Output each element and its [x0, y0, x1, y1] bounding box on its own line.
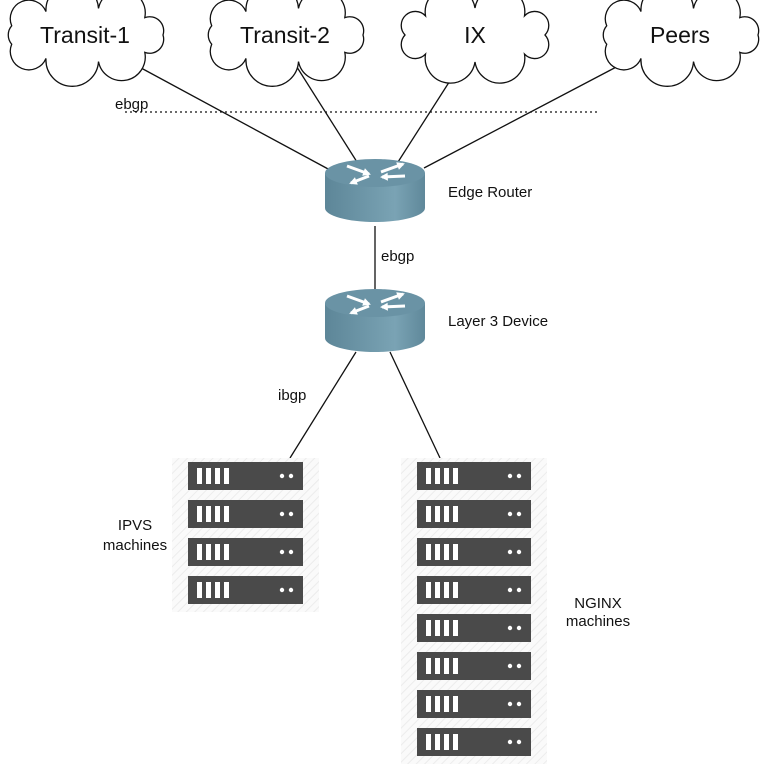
- server-icon: [417, 538, 531, 566]
- server-icon: [417, 500, 531, 528]
- server-icon: [188, 462, 303, 490]
- server-icon: [417, 614, 531, 642]
- cloud-transit-1: Transit-1: [7, 0, 165, 87]
- ipvs-label-2: machines: [103, 537, 167, 554]
- cloud-label: Transit-1: [40, 22, 130, 48]
- nginx-label-2: machines: [566, 613, 630, 630]
- server-icon: [417, 728, 531, 756]
- ipvs-label-1: IPVS: [118, 517, 152, 534]
- layer3-device-icon: [325, 289, 425, 352]
- nginx-rack: [401, 458, 547, 764]
- cloud-label: Transit-2: [240, 22, 330, 48]
- link-l3-nginx: [389, 351, 441, 459]
- link-transit1-edge: [129, 61, 331, 171]
- server-icon: [417, 462, 531, 490]
- link-transit2-edge: [294, 63, 358, 163]
- edge-router-icon: [325, 159, 425, 222]
- cloud-ix: IX: [400, 0, 550, 84]
- server-icon: [417, 652, 531, 680]
- server-icon: [417, 690, 531, 718]
- edge-router-label: Edge Router: [448, 184, 532, 201]
- server-icon: [188, 500, 303, 528]
- link-peers-edge: [423, 63, 623, 169]
- layer3-label: Layer 3 Device: [448, 313, 548, 330]
- cloud-transit-2: Transit-2: [207, 0, 365, 87]
- cloud-label: IX: [464, 22, 486, 48]
- server-icon: [417, 576, 531, 604]
- nginx-label-1: NGINX: [574, 595, 622, 612]
- server-icon: [188, 538, 303, 566]
- cloud-peers: Peers: [602, 0, 760, 87]
- cloud-label: Peers: [650, 22, 710, 48]
- ebgp-label-top: ebgp: [115, 96, 148, 113]
- ebgp-label-mid: ebgp: [381, 248, 414, 265]
- server-icon: [188, 576, 303, 604]
- ibgp-label: ibgp: [278, 387, 306, 404]
- ipvs-rack: [172, 458, 319, 612]
- link-l3-ipvs: [289, 351, 357, 459]
